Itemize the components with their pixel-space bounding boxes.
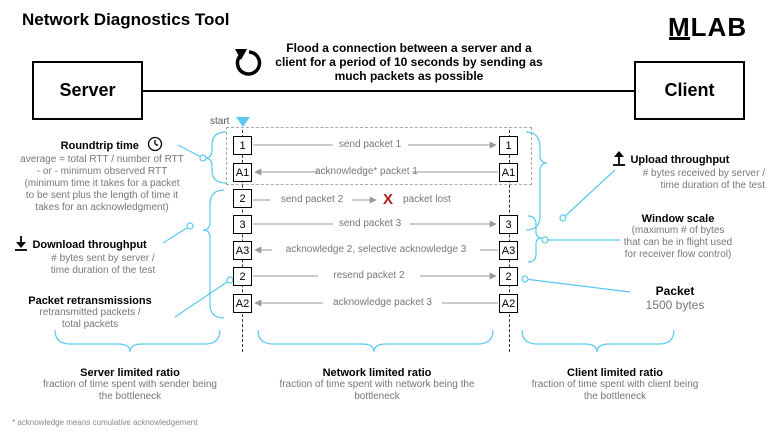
download-connector	[162, 225, 191, 244]
server-ratio-brace	[54, 329, 221, 353]
retransmissions-title: Packet retransmissions	[28, 295, 152, 307]
client-packet-box: 3	[499, 215, 518, 234]
arrow-label: acknowledge* packet 1	[315, 166, 418, 177]
download-line: time duration of the test	[50, 265, 156, 276]
roundtrip-line: to be sent plus the length of time it	[25, 190, 179, 201]
clock-icon	[148, 136, 163, 152]
client-packet-box: A3	[499, 241, 518, 260]
server-packet-box: 2	[233, 267, 252, 286]
arrow-label: send packet 3	[338, 218, 402, 229]
upload-line: time duration of the test	[660, 180, 765, 191]
packet-lost-icon: X	[383, 191, 394, 208]
server-ratio-line: the bottleneck	[98, 391, 162, 402]
network-ratio-line: bottleneck	[354, 391, 400, 402]
window-scale-line: for receiver flow control)	[624, 249, 732, 260]
roundtrip-brace	[204, 131, 227, 184]
download-annotation: Download throughput # bytes sent by serv…	[14, 235, 174, 277]
roundtrip-annotation: Roundtrip time average = total RTT / num…	[8, 136, 196, 214]
retransmissions-line: retransmitted packets /	[39, 307, 141, 318]
roundtrip-dot	[199, 154, 207, 162]
upload-connector	[562, 169, 616, 219]
packet-dot	[521, 275, 529, 283]
packet-line: 1500 bytes	[645, 298, 705, 312]
client-box: Client	[634, 61, 745, 120]
window-scale-annotation: Window scale (maximum # of bytes that ca…	[608, 213, 748, 261]
client-packet-box: A1	[499, 163, 518, 182]
network-ratio-line: fraction of time spent with network bein…	[279, 379, 475, 390]
window-brace	[527, 215, 543, 263]
arrow-label: acknowledge 2, selective acknowledge 3	[285, 244, 467, 255]
client-ratio-title: Client limited ratio	[567, 367, 663, 379]
arrow-label: send packet 2	[280, 194, 344, 205]
window-scale-title: Window scale	[641, 213, 715, 225]
logo-m: M	[668, 12, 691, 42]
refresh-icon	[235, 49, 262, 76]
page-title: Network Diagnostics Tool	[22, 10, 230, 29]
packet-lost-label: packet lost	[403, 194, 451, 205]
arrow-label: resend packet 2	[333, 270, 405, 281]
flood-description: Flood a connection between a server and …	[275, 41, 543, 83]
client-packet-box: 1	[499, 136, 518, 155]
server-ratio-annotation: Server limited ratio fraction of time sp…	[20, 367, 240, 403]
upload-dot	[559, 214, 567, 222]
arrow-label: acknowledge packet 3	[333, 297, 432, 308]
upload-annotation: Upload throughput # bytes received by se…	[600, 150, 765, 192]
download-brace	[202, 189, 225, 319]
retransmissions-annotation: Packet retransmissions retransmitted pac…	[20, 295, 160, 331]
server-packet-box: A2	[233, 294, 252, 313]
roundtrip-title: Roundtrip time	[60, 140, 139, 152]
server-packet-box: 1	[233, 136, 252, 155]
retrans-connector	[174, 279, 231, 318]
server-packet-box: 2	[233, 189, 252, 208]
window-scale-line: that can be in flight used	[623, 237, 733, 248]
roundtrip-line: - or - minimum observed RTT	[36, 166, 168, 177]
client-ratio-line: fraction of time spent with client being	[531, 379, 699, 390]
server-packet-box: 3	[233, 215, 252, 234]
packet-annotation: Packet 1500 bytes	[630, 284, 720, 312]
packet-connector	[524, 278, 631, 293]
upload-brace	[525, 131, 548, 231]
start-marker	[236, 117, 250, 127]
client-ratio-annotation: Client limited ratio fraction of time sp…	[505, 367, 725, 403]
client-packet-box: A2	[499, 294, 518, 313]
download-icon	[15, 236, 27, 251]
server-box: Server	[32, 61, 143, 120]
retransmissions-line: total packets	[61, 319, 119, 330]
network-ratio-annotation: Network limited ratio fraction of time s…	[262, 367, 492, 403]
connection-line	[143, 90, 634, 92]
roundtrip-line: average = total RTT / number of RTT	[20, 154, 184, 165]
network-ratio-brace	[257, 329, 494, 353]
server-ratio-line: fraction of time spent with sender being	[43, 379, 217, 390]
window-dot	[541, 236, 549, 244]
network-ratio-title: Network limited ratio	[322, 367, 432, 379]
mlab-logo: MLAB	[668, 12, 747, 43]
server-packet-box: A3	[233, 241, 252, 260]
packet-title: Packet	[655, 284, 695, 298]
roundtrip-connector	[177, 144, 204, 159]
download-title: Download throughput	[32, 239, 147, 251]
roundtrip-line: takes for an acknowledgment)	[35, 202, 169, 213]
client-ratio-brace	[521, 329, 675, 353]
upload-title: Upload throughput	[630, 154, 730, 166]
server-ratio-title: Server limited ratio	[80, 367, 180, 379]
download-line: # bytes sent by server /	[51, 253, 155, 264]
logo-rest: LAB	[690, 12, 748, 42]
window-scale-line: (maximum # of bytes	[631, 225, 725, 236]
footnote: * acknowledge means cumulative acknowled…	[12, 418, 198, 427]
client-ratio-line: the bottleneck	[583, 391, 647, 402]
start-label: start	[210, 116, 230, 127]
download-dot	[186, 222, 194, 230]
roundtrip-line: (minimum time it takes for a packet	[24, 178, 180, 189]
upload-icon	[613, 151, 625, 166]
arrow-label: send packet 1	[338, 139, 402, 150]
upload-line: # bytes received by server /	[642, 168, 765, 179]
server-packet-box: A1	[233, 163, 252, 182]
roundtrip-window	[226, 127, 532, 185]
client-packet-box: 2	[499, 267, 518, 286]
